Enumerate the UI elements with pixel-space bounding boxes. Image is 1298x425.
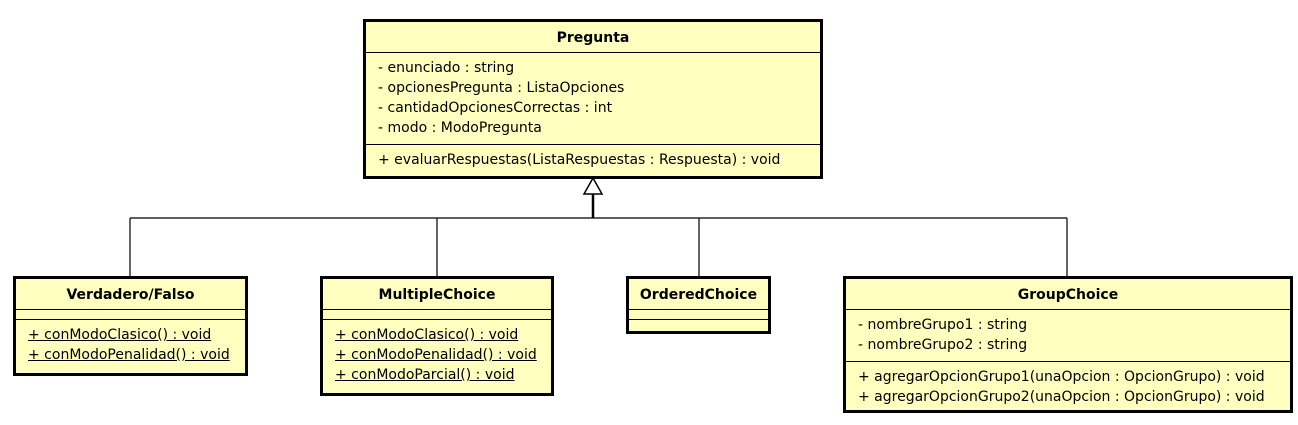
class-name: OrderedChoice (639, 287, 758, 303)
methods-section: + evaluarRespuestas(ListaRespuestas : Re… (366, 144, 820, 176)
method: + conModoClasico() : void (335, 327, 519, 343)
attribute: - nombreGrupo2 : string (858, 337, 1028, 353)
attribute: - enunciado : string (378, 60, 515, 76)
methods-section: + conModoClasico() : void + conModoPenal… (16, 319, 245, 371)
attribute: - nombreGrupo1 : string (858, 317, 1028, 333)
attributes-section: - nombreGrupo1 : string - nombreGrupo2 :… (846, 309, 1290, 361)
class-name: GroupChoice (1017, 287, 1119, 303)
attributes-section: - enunciado : string - opcionesPregunta … (366, 52, 820, 144)
methods-section: + conModoClasico() : void + conModoPenal… (323, 319, 551, 391)
attributes-section (323, 309, 551, 319)
method: + conModoPenalidad() : void (28, 347, 230, 363)
method: + agregarOpcionGrupo1(unaOpcion : Opcion… (858, 369, 1265, 385)
class-name: MultipleChoice (378, 287, 496, 303)
method: + agregarOpcionGrupo2(unaOpcion : Opcion… (858, 389, 1265, 405)
attributes-section (629, 309, 768, 319)
class-name: Pregunta (556, 30, 630, 46)
class-multiple-choice[interactable]: MultipleChoice + conModoClasico() : void… (320, 276, 554, 396)
class-pregunta[interactable]: Pregunta - enunciado : string - opciones… (363, 19, 823, 179)
methods-section (629, 319, 768, 329)
class-name: Verdadero/Falso (66, 287, 195, 303)
method: + conModoPenalidad() : void (335, 347, 537, 363)
method: + conModoClasico() : void (28, 327, 212, 343)
method: + conModoParcial() : void (335, 367, 515, 383)
methods-section: + agregarOpcionGrupo1(unaOpcion : Opcion… (846, 361, 1290, 413)
class-verdadero-falso[interactable]: Verdadero/Falso + conModoClasico() : voi… (13, 276, 248, 376)
method: + evaluarRespuestas(ListaRespuestas : Re… (378, 152, 781, 168)
attribute: - cantidadOpcionesCorrectas : int (378, 100, 613, 116)
attribute: - opcionesPregunta : ListaOpciones (378, 80, 625, 96)
class-group-choice[interactable]: GroupChoice - nombreGrupo1 : string - no… (843, 276, 1293, 413)
class-ordered-choice[interactable]: OrderedChoice (626, 276, 771, 334)
generalization-arrowhead (582, 176, 604, 195)
attributes-section (16, 309, 245, 319)
attribute: - modo : ModoPregunta (378, 120, 542, 136)
